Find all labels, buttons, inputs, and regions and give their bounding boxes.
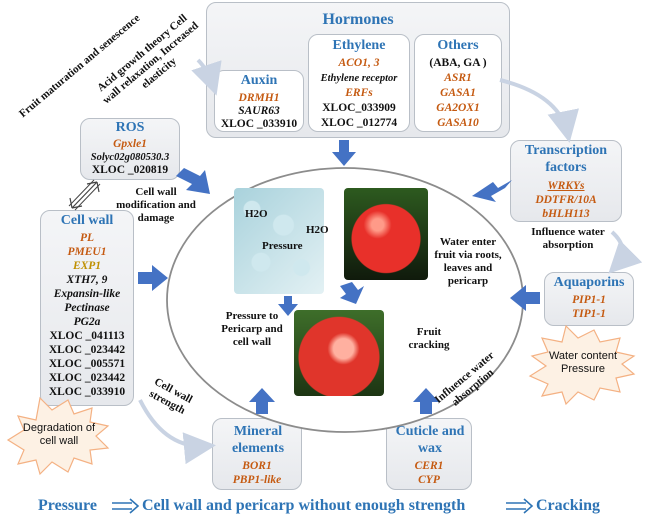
tf-gene: WRKYs [547,180,585,192]
ethylene-gene: XLOC _012774 [320,117,398,129]
cell-wall-gene: XLOC _023442 [48,344,126,356]
others-gene: ASR1 [444,72,472,84]
cell-wall-gene: XLOC _041113 [49,330,125,342]
mineral-elements-title: Mineral elements [231,424,285,456]
ros-title: ROS [115,120,145,135]
cell-wall-title: Cell wall [60,213,114,228]
aquaporins-gene: TIP1-1 [572,308,606,320]
auxin-title: Auxin [240,73,278,88]
ethylene-gene: Ethylene receptor [320,73,398,84]
cell-wall-box: Cell wall PL PMEU1 EXP1 XTH7, 9 Expansin… [40,210,134,406]
arrow-center-down-left [278,296,298,316]
cell-wall-modification-label: Cell wall modification and damage [116,186,196,224]
ethylene-gene: XLOC_033909 [322,102,396,114]
tf-gene: DDTFR/10A [535,194,597,206]
cuticle-gene: CYP [418,474,440,486]
transcription-factors-title: Transcription factors [524,143,608,175]
auxin-gene: SAUR63 [238,105,280,117]
bottom-pressure: Pressure [38,497,97,514]
arrow-mineral-up [249,388,275,414]
aquaporins-gene: PIP1-1 [572,294,606,306]
curved-arrow-tf [499,78,579,143]
mineral-elements-box: Mineral elements BOR1 PBP1-like [212,418,302,490]
arrow-cellwall-right [138,265,168,291]
arrow-tf-left [472,180,512,202]
bottom-arrow-2 [506,498,534,514]
others-gene: GASA10 [437,117,479,129]
curved-arrow-aquaporins [608,230,643,274]
water-enter-label: Water enter fruit via roots, leaves and … [434,236,502,287]
cuticle-title: Cuticle and wax [395,424,465,456]
influence-water-absorption-label: Influence water absorption [531,226,605,251]
fruit-cracking-label: Fruit cracking [408,326,450,351]
aquaporins-title: Aquaporins [553,275,625,290]
cell-wall-gene: PMEU1 [67,246,107,258]
ethylene-gene: ACO1, 3 [338,57,380,69]
cell-wall-gene: Expansin-like [53,288,121,300]
others-gene: GASA1 [440,87,476,99]
ros-box: ROS Gpxle1 Solyc02g080530.3 XLOC _020819 [80,118,180,180]
auxin-gene: XLOC _033910 [220,118,298,130]
others-box: Others (ABA, GA ) ASR1 GASA1 GA2OX1 GASA… [414,34,502,132]
mineral-gene: BOR1 [242,460,272,472]
arrow-hormones-down [332,140,356,166]
water-content-label: Water content Pressure [548,350,618,375]
tf-gene: bHLH113 [542,208,590,220]
ethylene-box: Ethylene ACO1, 3 Ethylene receptor ERFs … [308,34,410,132]
arrow-aquaporins-left [510,285,540,311]
cracked-tomato-image [294,310,384,396]
mineral-gene: PBP1-like [232,474,282,486]
arrow-cuticle-up [413,388,439,414]
cuticle-gene: CER1 [414,460,444,472]
auxin-box: Auxin DRMH1 SAUR63 XLOC _033910 [214,70,304,132]
aquaporins-box: Aquaporins PIP1-1 TIP1-1 [544,272,634,326]
others-title: Others [437,38,479,53]
cell-wall-gene: XLOC _005571 [48,358,126,370]
cell-wall-gene: XTH7, 9 [66,274,108,286]
tomato-image [344,188,428,280]
ros-gene: Solyc02g080530.3 [90,152,170,163]
starburst-degradation [6,396,110,476]
cell-wall-gene: Pectinase [64,302,110,314]
auxin-gene: DRMH1 [238,92,280,104]
bottom-arrow-1 [112,498,140,514]
curved-arrow-mineral [138,399,216,465]
pressure-to-label: Pressure to Pericarp and cell wall [221,310,283,348]
others-gene: GA2OX1 [436,102,480,114]
ros-gene: Gpxle1 [113,138,147,150]
bottom-cracking: Cracking [536,497,600,514]
bottom-middle: Cell wall and pericarp without enough st… [142,497,466,514]
arrow-center-down-right [340,282,364,304]
cell-wall-gene: PG2a [73,316,101,328]
h2o-left-label: H2O [245,208,268,220]
others-gene: (ABA, GA ) [429,57,487,69]
cell-micrograph-image [234,188,324,294]
cuticle-box: Cuticle and wax CER1 CYP [386,418,472,490]
cell-wall-gene: PL [79,232,95,244]
arrow-ros-right [176,168,210,194]
degradation-label: Degradation of cell wall [22,422,96,447]
ros-gene: XLOC _020819 [91,164,169,176]
ethylene-title: Ethylene [332,38,386,53]
cell-wall-gene: XLOC _023442 [48,372,126,384]
cell-wall-gene: EXP1 [72,260,102,272]
curved-arrow-auxin [191,58,222,96]
ethylene-gene: ERFs [345,87,373,99]
cell-wall-gene: XLOC _033910 [48,386,126,398]
pressure-label: Pressure [262,240,303,252]
ros-cellwall-double-arrow [69,181,100,209]
starburst-water-content [528,324,636,406]
hormones-title: Hormones [322,11,394,28]
h2o-right-label: H2O [306,224,329,236]
